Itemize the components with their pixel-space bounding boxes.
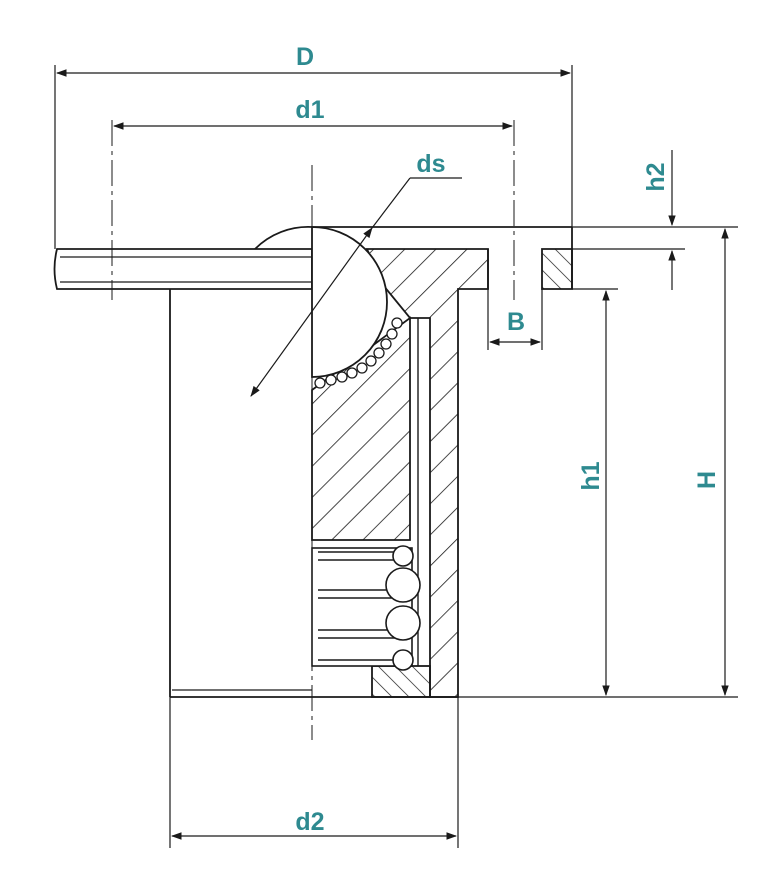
label-d2: d2 [295, 808, 324, 836]
label-d1: d1 [295, 96, 324, 124]
spring [311, 545, 421, 671]
label-h2: h2 [642, 162, 670, 191]
leader-ds [371, 177, 411, 229]
bottom-seal [371, 665, 431, 698]
dimension-lines [54, 65, 738, 848]
dimension-labels: D d1 ds h2 B h1 H d2 [295, 43, 721, 836]
label-ds: ds [416, 150, 445, 178]
label-D: D [296, 43, 314, 71]
label-h1: h1 [577, 461, 605, 490]
dimension-line-ds [250, 227, 373, 397]
label-B: B [507, 308, 525, 336]
flange-right-block [541, 248, 573, 290]
part-outline [53, 226, 573, 698]
label-H: H [693, 471, 721, 489]
flange-left [53, 248, 313, 290]
